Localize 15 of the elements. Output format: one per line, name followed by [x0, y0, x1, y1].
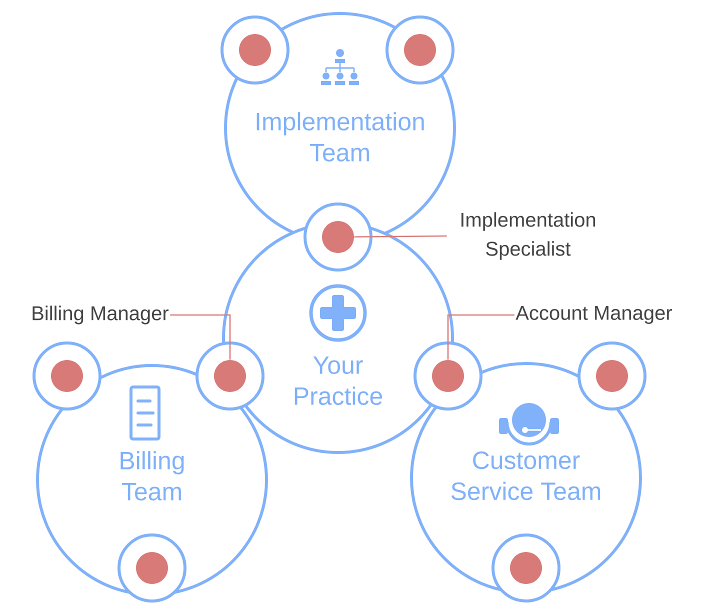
- role-label: Account Manager: [516, 306, 672, 324]
- member-circle: [304, 202, 372, 272]
- leader-line: [354, 235, 447, 238]
- role-label: Implementation Specialist: [461, 212, 596, 260]
- leader-line: [447, 314, 514, 360]
- leader-line: [170, 314, 231, 360]
- role-label: Billing Manager: [32, 306, 169, 324]
- member-circle: [492, 534, 560, 602]
- member-circle: [386, 16, 454, 84]
- member-circle: [220, 16, 290, 84]
- member-circle: [32, 342, 102, 410]
- member-circle: [578, 342, 646, 410]
- member-circle: [196, 342, 264, 410]
- member-circle: [118, 534, 186, 602]
- member-circle: [414, 342, 482, 410]
